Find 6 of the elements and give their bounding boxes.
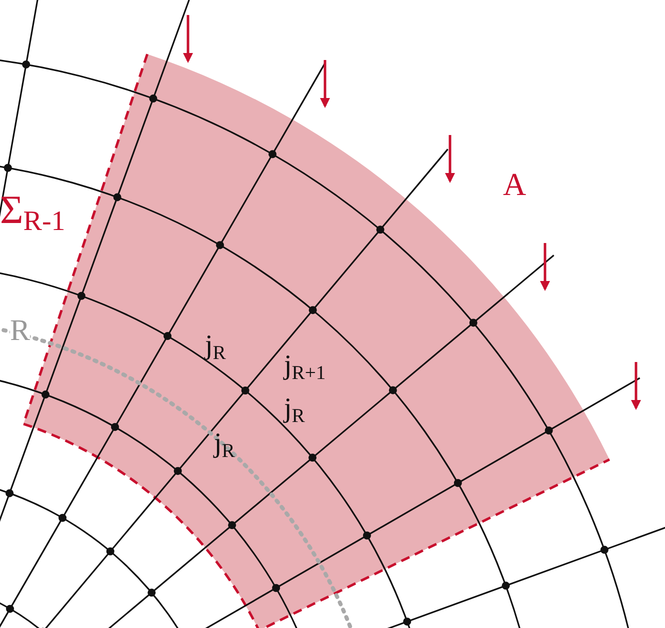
region-label: A [503, 168, 526, 200]
math-label: j$_{R}$ [214, 430, 235, 462]
region-label: Σ$_{R-1}$ [0, 190, 66, 236]
math-label: j$_{R}$ [284, 395, 305, 426]
math-label: j$_{R}$ [205, 332, 226, 364]
math-label: j$_{R+1}$ [284, 352, 326, 384]
